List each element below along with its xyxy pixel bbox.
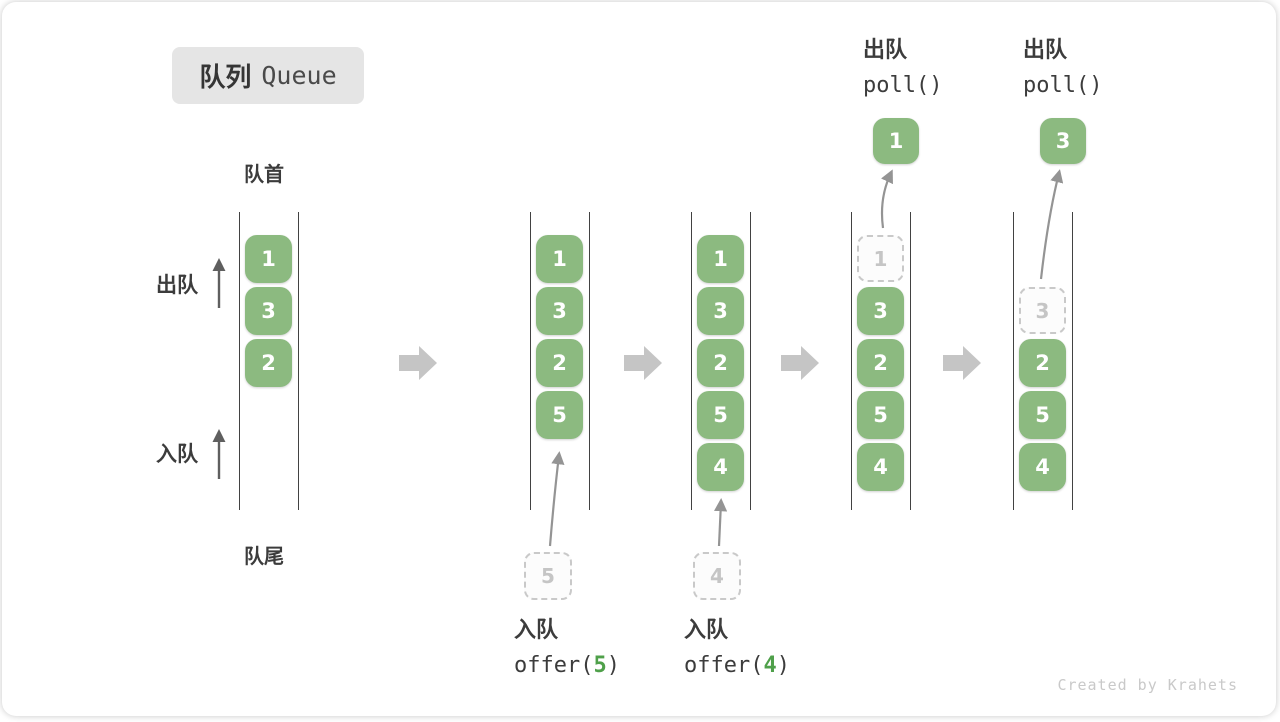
queue-item: 1 (536, 235, 583, 283)
queue-item: 3 (857, 287, 904, 335)
state-transition-arrow-icon-3 (781, 346, 819, 380)
queue-item: 1 (245, 235, 292, 283)
state-transition-arrow-icon-4 (943, 346, 981, 380)
watermark: Created by Krahets (1057, 676, 1238, 694)
queue-item: 3 (536, 287, 583, 335)
queue-item: 4 (697, 443, 744, 491)
enqueue-op-label-1: 入队 offer(5) (514, 612, 620, 678)
dequeue-op-label-1: 出队 poll() (863, 32, 942, 98)
popped-item: 1 (873, 118, 919, 164)
dequeue-side-label: 出队 (156, 273, 198, 297)
incoming-item-dashed: 5 (524, 552, 572, 600)
incoming-item-dashed: 4 (693, 552, 741, 600)
enqueue-op-code: offer(5) (514, 653, 620, 678)
queue-item: 4 (1019, 443, 1066, 491)
queue-column-2: 1 3 2 5 (530, 212, 590, 510)
title-en: Queue (261, 61, 337, 90)
code-text: ) (606, 653, 620, 678)
title-zh: 队列 (199, 63, 252, 93)
queue-item: 2 (245, 339, 292, 387)
queue-item: 3 (245, 287, 292, 335)
enqueue-op-label-2: 入队 offer(4) (684, 612, 790, 678)
popped-item: 3 (1040, 118, 1086, 164)
title-badge: 队列 Queue (172, 47, 364, 104)
queue-item: 5 (536, 391, 583, 439)
enqueue-side-label: 入队 (156, 442, 198, 466)
queue-item: 2 (857, 339, 904, 387)
queue-item: 1 (697, 235, 744, 283)
queue-item: 4 (857, 443, 904, 491)
enqueue-op-zh: 入队 (514, 618, 559, 643)
removed-item-dashed: 1 (857, 235, 904, 282)
code-text: offer( (514, 653, 594, 678)
dequeue-op-zh: 出队 (1023, 38, 1068, 63)
dequeue-op-code: poll() (1023, 73, 1103, 98)
enqueue-op-code: offer(4) (684, 653, 790, 678)
code-text: offer( (684, 653, 764, 678)
queue-column-1: 1 3 2 (239, 212, 299, 510)
queue-tail-label: 队尾 (244, 544, 284, 568)
code-text: ) (776, 653, 790, 678)
removed-item-dashed: 3 (1019, 287, 1066, 334)
queue-column-5: 3 2 5 4 (1013, 212, 1073, 510)
code-arg: 5 (593, 653, 607, 678)
queue-item: 3 (697, 287, 744, 335)
queue-column-3: 1 3 2 5 4 (691, 212, 751, 510)
queue-column-4: 1 3 2 5 4 (851, 212, 911, 510)
state-transition-arrow-icon-1 (399, 346, 437, 380)
queue-item: 5 (1019, 391, 1066, 439)
state-transition-arrow-icon-2 (624, 346, 662, 380)
dequeue-op-zh: 出队 (863, 38, 908, 63)
queue-item: 5 (857, 391, 904, 439)
queue-item: 2 (697, 339, 744, 387)
queue-head-label: 队首 (244, 162, 284, 186)
queue-item: 5 (697, 391, 744, 439)
dequeue-op-code: poll() (863, 73, 943, 98)
enqueue-op-zh: 入队 (684, 618, 729, 643)
queue-item: 2 (1019, 339, 1066, 387)
queue-item: 2 (536, 339, 583, 387)
code-arg: 4 (763, 653, 777, 678)
dequeue-op-label-2: 出队 poll() (1023, 32, 1102, 98)
